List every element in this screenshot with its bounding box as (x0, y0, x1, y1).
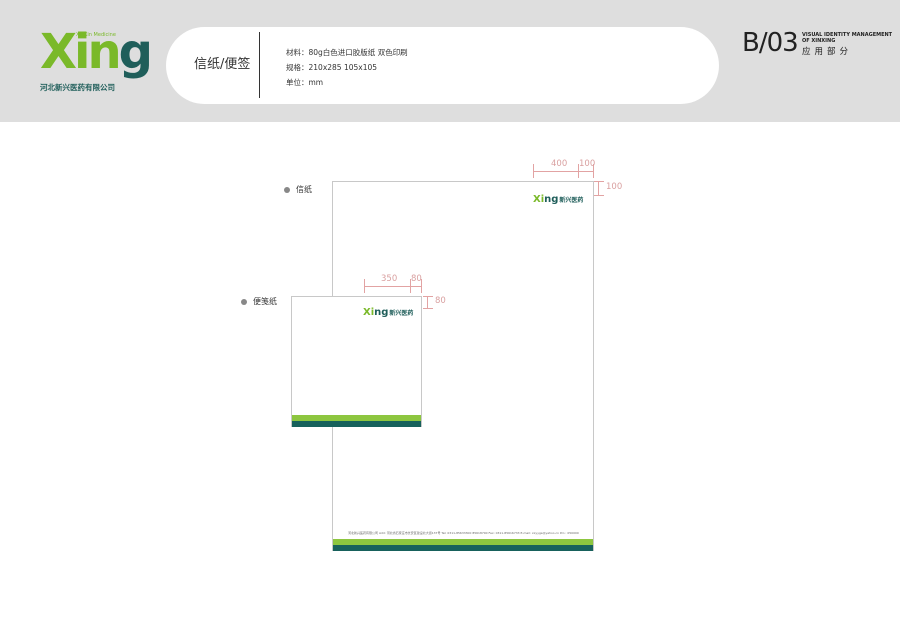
dim-label: 350 (381, 274, 398, 284)
dim-tick (423, 296, 433, 297)
spec-list: 材料：80g白色进口胶版纸 双色印刷 规格：210x285 105x105 单位… (286, 45, 408, 90)
logo-in: in (74, 24, 122, 80)
logo-g: g (118, 24, 153, 80)
memo-logo: Xing新兴医药 (363, 307, 413, 318)
section-label: 应用部分 (802, 47, 853, 57)
dim-tick (364, 279, 365, 293)
letterhead-footer: 河北新兴医药有限公司 Add: 河北省石家庄市长安区建设北大街137号 Tel:… (348, 531, 579, 535)
memo-sheet: Xing新兴医药 (291, 296, 422, 427)
header-bar: Xing XinXin Medicine 河北新兴医药有限公司 信纸/便签 材料… (0, 0, 900, 122)
vim-line-2: OF XINXING (802, 38, 836, 44)
logo-chinese: 河北新兴医药有限公司 (40, 83, 115, 92)
logo-x: X (40, 24, 77, 80)
memo-green-band (292, 415, 421, 421)
spec-size: 规格：210x285 105x105 (286, 63, 378, 72)
logo-cn: 新兴医药 (559, 197, 584, 204)
dim-label: 80 (411, 274, 422, 284)
dim-tick (593, 164, 594, 178)
dim-tick (594, 195, 604, 196)
title-divider (259, 32, 260, 98)
label-letter: 信纸 (296, 185, 312, 194)
memo-teal-band (292, 421, 421, 427)
dim-label: 400 (551, 159, 568, 169)
dim-label: 80 (435, 296, 446, 306)
company-logo: Xing XinXin Medicine 河北新兴医药有限公司 (40, 24, 153, 92)
letterhead-logo: Xing新兴医药 (533, 194, 583, 205)
dim-line (598, 181, 599, 195)
dim-line (364, 286, 422, 287)
dim-tick (421, 279, 422, 293)
dim-tick (533, 164, 534, 178)
title-panel: 信纸/便签 材料：80g白色进口胶版纸 双色印刷 规格：210x285 105x… (166, 27, 719, 104)
spec-material: 材料：80g白色进口胶版纸 双色印刷 (286, 48, 408, 57)
bullet-dot (241, 299, 247, 305)
dim-line (427, 296, 428, 308)
page-code: B/03 (742, 28, 799, 58)
logo-cn: 新兴医药 (389, 310, 414, 317)
dim-tick (594, 181, 604, 182)
vim-label: VISUAL IDENTITY MANAGEMENT OF XINXING (802, 32, 892, 44)
page-title: 信纸/便签 (194, 57, 251, 72)
logo-x: Xi (533, 194, 545, 205)
logo-english: XinXin Medicine (76, 32, 116, 38)
dim-line (533, 171, 593, 172)
letterhead-teal-band (333, 545, 593, 551)
spec-unit: 单位：mm (286, 78, 324, 87)
dim-tick (423, 308, 433, 309)
vim-line-1: VISUAL IDENTITY MANAGEMENT (802, 32, 893, 38)
bullet-dot (284, 187, 290, 193)
logo-g: ng (374, 307, 389, 318)
logo-x: Xi (363, 307, 375, 318)
dim-label: 100 (606, 182, 623, 192)
dim-tick (410, 279, 411, 293)
dim-tick (578, 164, 579, 178)
label-memo: 便笺纸 (253, 297, 277, 306)
letterhead-green-band (333, 539, 593, 545)
logo-wordmark: Xing (40, 22, 153, 82)
logo-g: ng (544, 194, 559, 205)
dim-label: 100 (579, 159, 596, 169)
